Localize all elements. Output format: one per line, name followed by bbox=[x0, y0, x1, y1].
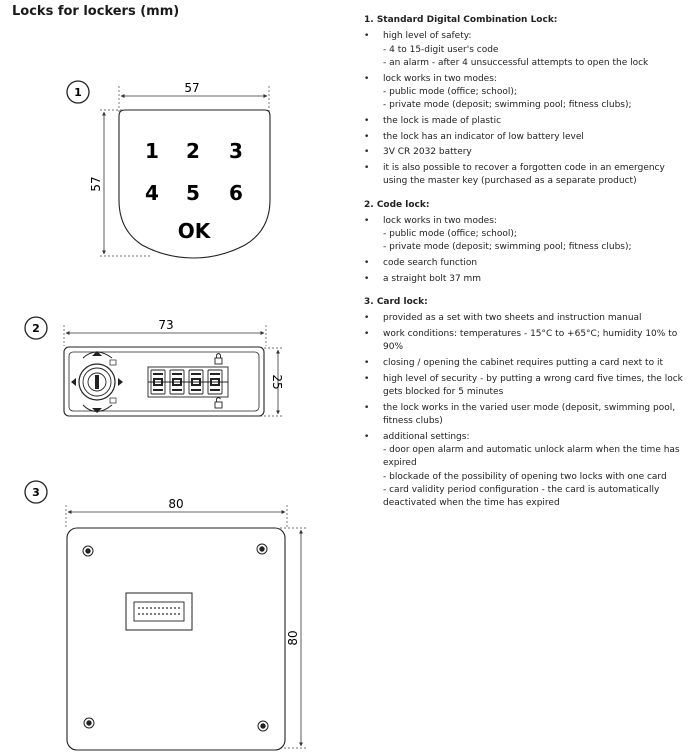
spec-item: •high level of security - by putting a w… bbox=[364, 373, 683, 398]
drawing-2-code-lock: 2 73 25 bbox=[24, 316, 284, 417]
keypad-key-2: 2 bbox=[186, 139, 200, 163]
key-cylinder-icon bbox=[71, 351, 123, 413]
drawing-1-width-label: 57 bbox=[184, 81, 199, 95]
spec-section-card-lock: 3. Card lock: •provided as a set with tw… bbox=[364, 296, 684, 510]
padlock-icon bbox=[214, 353, 223, 365]
specification-list: 1. Standard Digital Combination Lock: •h… bbox=[364, 14, 684, 520]
drawing-2-number-circle bbox=[24, 316, 48, 340]
spec-list: •provided as a set with two sheets and i… bbox=[364, 312, 684, 510]
spec-item: •code search function bbox=[364, 258, 478, 269]
connector-socket-icon bbox=[125, 592, 193, 631]
combination-dials bbox=[147, 353, 229, 409]
keypad-key-6: 6 bbox=[229, 181, 243, 205]
page-title: Locks for lockers (mm) bbox=[12, 4, 180, 19]
drawing-1-number-circle bbox=[66, 80, 90, 104]
drawing-3-height-label: 80 bbox=[286, 630, 300, 645]
drawing-2-number: 2 bbox=[32, 322, 40, 335]
spec-item: •the lock has an indicator of low batter… bbox=[364, 131, 584, 142]
spec-item: •the lock works in the varied user mode … bbox=[364, 402, 676, 427]
drawing-2-height-label: 25 bbox=[270, 374, 284, 389]
drawing-3-number-circle bbox=[24, 480, 48, 504]
keypad-key-4: 4 bbox=[145, 181, 159, 205]
drawing-1-digital-lock: 1 57 57 1 2 3 4 5 6 OK bbox=[66, 80, 271, 259]
mounting-screw-icon bbox=[82, 543, 269, 732]
spec-item: •a straight bolt 37 mm bbox=[364, 273, 482, 284]
spec-item: •additional settings:- door open alarm a… bbox=[364, 431, 680, 509]
drawing-3-width-label: 80 bbox=[168, 497, 183, 511]
spec-heading: 1. Standard Digital Combination Lock: bbox=[364, 15, 558, 25]
keypad-key-3: 3 bbox=[229, 139, 243, 163]
drawing-1-height-label: 57 bbox=[89, 176, 103, 191]
technical-drawings: 1 57 57 1 2 3 4 5 6 OK 2 73 25 bbox=[24, 80, 306, 751]
drawing-2-width-label: 73 bbox=[158, 318, 173, 332]
drawing-3-card-lock: 3 80 80 bbox=[24, 480, 306, 751]
spec-item: •work conditions: temperatures - 15°C to… bbox=[364, 329, 678, 353]
digital-lock-body bbox=[118, 109, 271, 259]
spec-item: •the lock is made of plastic bbox=[364, 115, 502, 126]
spec-section-code-lock: 2. Code lock: •lock works in two modes:-… bbox=[364, 199, 684, 287]
unlock-icon bbox=[214, 397, 223, 409]
card-lock-body bbox=[66, 527, 286, 751]
spec-item: •provided as a set with two sheets and i… bbox=[364, 313, 642, 324]
spec-item: •lock works in two modes:- public mode (… bbox=[364, 73, 632, 111]
spec-item: •high level of safety:- 4 to 15-digit us… bbox=[364, 31, 649, 68]
spec-heading: 2. Code lock: bbox=[364, 199, 430, 210]
drawing-1-number: 1 bbox=[74, 86, 82, 99]
spec-section-digital-lock: 1. Standard Digital Combination Lock: •h… bbox=[364, 14, 684, 189]
keypad-ok-key: OK bbox=[178, 219, 212, 243]
drawing-3-number: 3 bbox=[32, 486, 40, 499]
spec-list: •lock works in two modes:- public mode (… bbox=[364, 215, 684, 286]
spec-item: •it is also possible to recover a forgot… bbox=[364, 162, 665, 187]
keypad-key-5: 5 bbox=[186, 181, 200, 205]
keypad-key-1: 1 bbox=[145, 139, 159, 163]
spec-item: •closing / opening the cabinet requires … bbox=[364, 358, 663, 369]
spec-item: •3V CR 2032 battery bbox=[364, 147, 472, 158]
spec-heading: 3. Card lock: bbox=[364, 297, 428, 308]
spec-item: •lock works in two modes:- public mode (… bbox=[364, 215, 632, 253]
spec-list: •high level of safety:- 4 to 15-digit us… bbox=[364, 30, 684, 188]
